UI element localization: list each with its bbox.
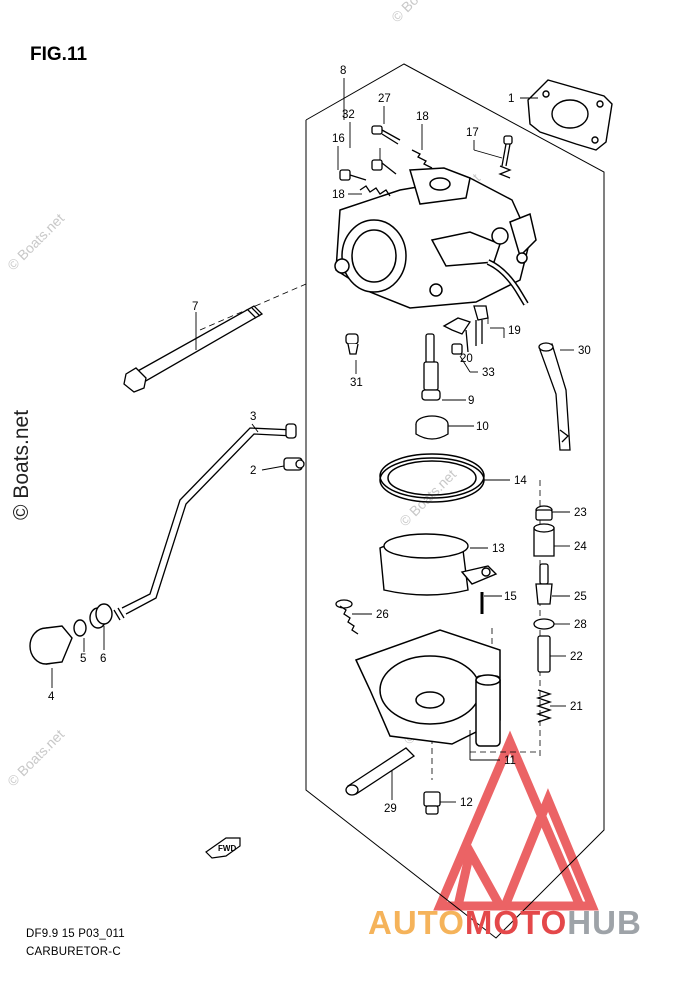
figure-code: DF9.9 15 P03_011 [26,928,125,940]
callout-8: 8 [340,65,346,77]
part-gasket [527,79,613,151]
callout-25: 25 [574,591,587,603]
callout-18b: 18 [332,189,345,201]
callout-13: 13 [492,543,505,555]
callout-27: 27 [378,93,391,105]
part-bowl-screw [335,599,359,635]
callout-1: 1 [508,93,514,105]
callout-3: 3 [250,411,256,423]
callout-19: 19 [508,325,521,337]
brand-part-1: AUTO [368,904,465,941]
callout-24: 24 [574,541,587,553]
callout-11: 11 [504,755,516,767]
callout-16: 16 [332,133,345,145]
callout-6: 6 [100,653,106,665]
part-clip [283,457,305,471]
callout-32: 32 [342,109,355,121]
fwd-arrow: FWD [205,837,241,859]
part-float [379,533,498,596]
part-fuel-pipe [113,423,297,621]
part-long-bolt [123,305,264,393]
callout-30: 30 [578,345,591,357]
assembly-bracket [305,63,605,939]
part-float-pin-set [345,305,489,355]
callout-2: 2 [250,465,256,477]
part-drain-screw [423,791,441,815]
callout-9: 9 [468,395,474,407]
callout-labels: 1 2 3 4 5 6 7 8 9 10 11 12 13 14 15 16 1… [48,65,591,815]
callout-12: 12 [460,797,473,809]
callout-4: 4 [48,691,55,703]
figure-title: FIG.11 [30,44,88,65]
callout-21: 21 [570,701,583,713]
part-drain-tube [345,747,416,796]
brand-part-2: MOTO [464,904,568,941]
callout-17: 17 [466,127,479,139]
part-float-bowl [354,629,501,747]
callout-31: 31 [350,377,363,389]
brand-triangle-logo [433,730,599,911]
brand-watermark: AUTOMOTOHUB [368,904,642,942]
callout-5: 5 [80,653,86,665]
fwd-label: FWD [218,844,236,853]
callout-15: 15 [504,591,517,603]
callout-22: 22 [570,651,583,663]
part-jet-holder [415,415,449,440]
part-main-nozzle [421,333,441,401]
callout-leaders [51,78,574,803]
callout-28: 28 [574,619,587,631]
part-fuel-hose [538,342,571,451]
callout-26: 26 [376,609,389,621]
part-float-bowl-oring [379,453,485,503]
callout-23: 23 [574,507,587,519]
callout-33: 33 [482,367,495,379]
brand-part-3: HUB [567,904,642,941]
part-jet-column [533,505,555,723]
part-choke-knob [29,603,113,665]
callout-14: 14 [514,475,527,487]
callout-10: 10 [476,421,489,433]
callout-7: 7 [192,301,198,313]
callout-18a: 18 [416,111,429,123]
callout-20: 20 [460,353,473,365]
figure-section: CARBURETOR-C [26,946,121,958]
part-small-screws [339,125,513,197]
part-carburetor-body [334,167,537,309]
callout-29: 29 [384,803,397,815]
